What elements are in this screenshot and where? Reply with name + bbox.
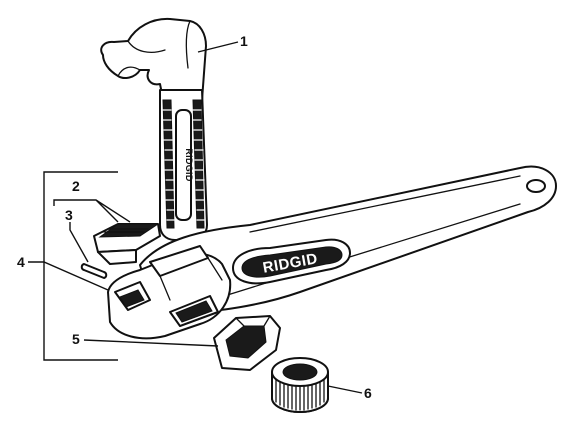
assembly-bracket bbox=[43, 171, 118, 361]
callout-6: 6 bbox=[364, 385, 372, 401]
leader-line-5 bbox=[83, 339, 219, 347]
pin-part bbox=[80, 263, 108, 279]
callout-5: 5 bbox=[72, 331, 80, 347]
jaw-frame-part bbox=[213, 315, 281, 371]
leader-line-6 bbox=[327, 385, 363, 394]
callout-4: 4 bbox=[17, 254, 25, 270]
leader-line-4 bbox=[28, 261, 109, 291]
jaw-insert-part bbox=[93, 223, 161, 265]
hook-jaw-logo: RIDGID bbox=[184, 148, 194, 182]
callout-3: 3 bbox=[65, 207, 73, 223]
wrench-housing-part: RIDGID bbox=[107, 165, 557, 340]
callout-2: 2 bbox=[72, 178, 80, 194]
hook-jaw-part: RIDGID bbox=[100, 17, 208, 241]
leader-line-1 bbox=[197, 41, 239, 53]
leader-line-2 bbox=[53, 199, 131, 223]
leader-line-3 bbox=[69, 222, 89, 263]
adjusting-nut-part bbox=[271, 357, 329, 413]
callout-1: 1 bbox=[240, 33, 248, 49]
